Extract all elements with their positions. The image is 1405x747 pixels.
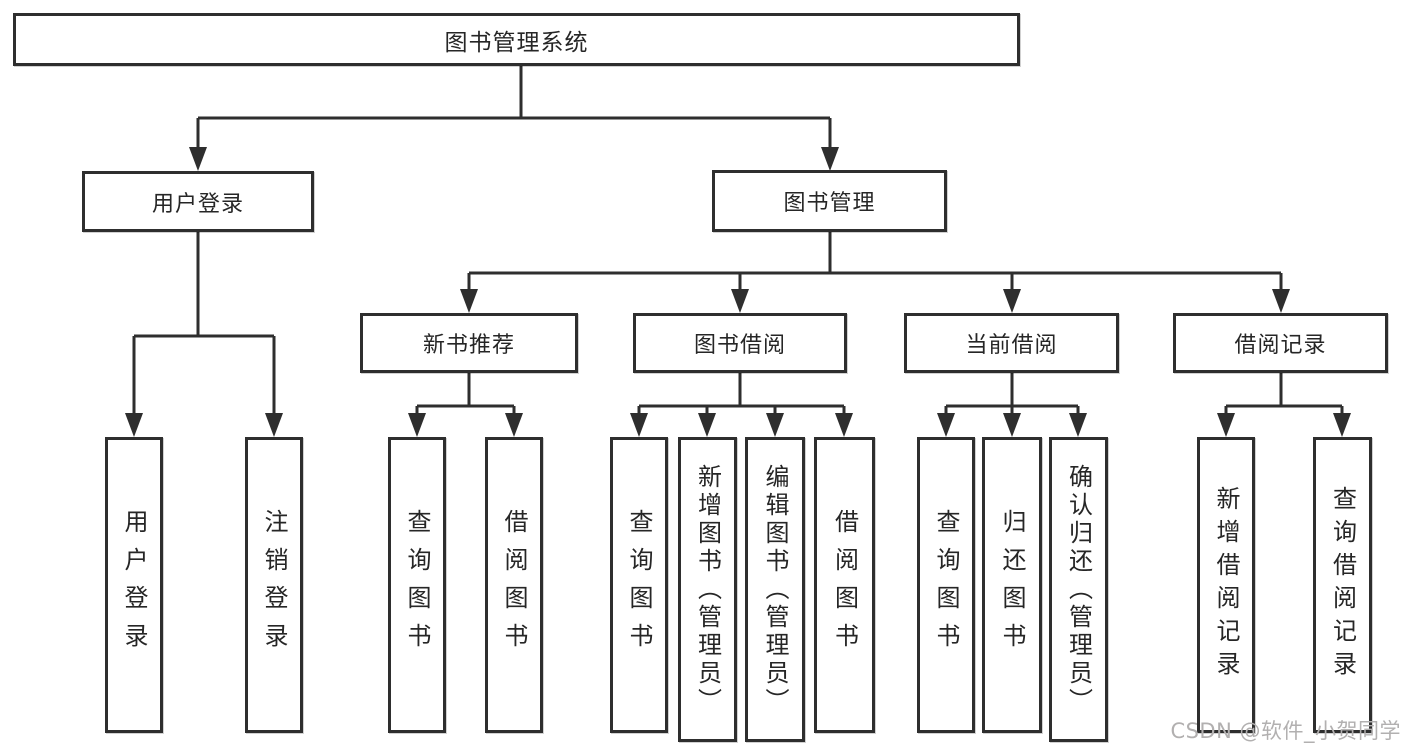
node-label: 当前借阅 (965, 333, 1058, 358)
node-user-login-branch: 用户登录 (82, 171, 314, 232)
connector-current-borrow-to-children (944, 373, 1080, 420)
connector-book-mgmt-to-modules (467, 232, 1283, 296)
node-label: 图书管理系统 (444, 29, 589, 56)
leaf-borrow-books: 借阅图书 (814, 437, 875, 733)
node-label: 用户登录 (151, 191, 244, 217)
node-new-book-recommend: 新书推荐 (360, 313, 578, 373)
leaf-query-books: 查询图书 (388, 437, 446, 733)
node-label: 借阅记录 (1234, 333, 1327, 358)
csdn-watermark: CSDN @软件_小贺同学 (1170, 719, 1401, 743)
leaf-confirm-return-admin: 确认归还（管理员） (1049, 437, 1108, 742)
leaf-add-book-admin: 新增图书（管理员） (678, 437, 737, 742)
node-label: 查询借阅记录 (1328, 486, 1357, 684)
node-root-system: 图书管理系统 (13, 13, 1020, 66)
node-label: 图书借阅 (693, 333, 786, 358)
node-label: 确认归还（管理员） (1064, 463, 1093, 716)
node-book-management-branch: 图书管理 (712, 170, 947, 232)
connector-book-borrow-to-children (637, 373, 846, 420)
leaf-return-book: 归还图书 (982, 437, 1042, 733)
connector-new-book-to-children (415, 373, 516, 420)
node-borrow-records: 借阅记录 (1173, 313, 1388, 373)
node-label: 新增图书（管理员） (693, 463, 722, 716)
leaf-add-borrow-record: 新增借阅记录 (1197, 437, 1255, 733)
connector-borrow-records-to-children (1224, 373, 1344, 420)
leaf-logout: 注销登录 (245, 437, 303, 733)
leaf-query-borrow-record: 查询借阅记录 (1313, 437, 1372, 733)
leaf-query-books: 查询图书 (610, 437, 668, 733)
node-book-borrow: 图书借阅 (633, 313, 847, 373)
node-label: 查询图书 (932, 509, 960, 661)
node-label: 新增借阅记录 (1212, 486, 1240, 684)
node-label: 查询图书 (625, 509, 653, 661)
node-label: 编辑图书（管理员） (761, 463, 789, 716)
node-label: 注销登录 (260, 509, 288, 661)
node-label: 用户登录 (120, 509, 148, 661)
node-label: 查询图书 (403, 509, 431, 661)
connector-root-to-level2 (196, 66, 832, 153)
node-label: 图书管理 (783, 191, 876, 216)
leaf-user-login: 用户登录 (105, 437, 163, 733)
leaf-query-books: 查询图书 (917, 437, 975, 733)
node-label: 借阅图书 (830, 509, 859, 661)
node-current-borrow: 当前借阅 (904, 313, 1119, 373)
node-label: 新书推荐 (422, 333, 515, 358)
leaf-edit-book-admin: 编辑图书（管理员） (745, 437, 805, 742)
node-label: 归还图书 (998, 509, 1026, 661)
leaf-borrow-books: 借阅图书 (485, 437, 543, 733)
connector-user-login-to-children (132, 232, 276, 420)
node-label: 借阅图书 (500, 509, 528, 661)
